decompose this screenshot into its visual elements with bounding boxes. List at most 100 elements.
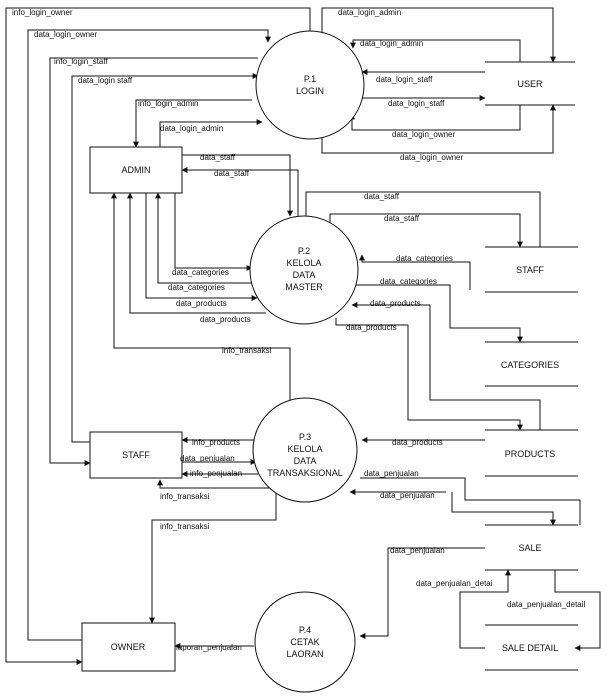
flow-label: data_penjualan — [364, 469, 419, 478]
flow-label: data_staff — [364, 192, 400, 201]
flow-label: data_categories — [396, 254, 453, 263]
flow-data-staff-a — [182, 154, 293, 217]
process-id: P.3 — [299, 432, 311, 442]
flow-label: info_penjualan — [190, 469, 242, 478]
flow-data-login-owner-b — [349, 105, 521, 131]
process-name-line1: KELOLA — [286, 258, 321, 268]
flow-info-login-owner — [5, 7, 311, 665]
flow-data-login-admin-top — [321, 7, 556, 63]
process-circle — [254, 591, 356, 693]
process-p3-kelola-data-transaksional: P.3 KELOLA DATA TRANSAKSIONAL — [252, 397, 358, 503]
flow-label: data_penjualan_detai — [416, 579, 493, 588]
flow-label: data_login_admin — [338, 8, 401, 17]
process-id: P.1 — [304, 74, 316, 84]
flow-data-login-owner-c — [321, 104, 556, 154]
flow-labels: info_login_owner data_login_admin data_l… — [12, 8, 586, 652]
flow-info-transaksi-a — [111, 192, 291, 408]
flow-label: info_transaksi — [160, 492, 210, 501]
flow-label: data_login_owner — [392, 130, 455, 139]
store-label: SALE DETAIL — [502, 643, 558, 653]
flow-label: data_login_owner — [400, 153, 463, 162]
process-p1-login: P.1 LOGIN — [255, 30, 365, 140]
process-name-line2: DATA — [293, 270, 316, 280]
store-label: USER — [517, 79, 543, 89]
flow-label: data_login_admin — [360, 39, 423, 48]
process-id: P.4 — [299, 625, 311, 635]
flow-data-staff-d — [329, 213, 523, 248]
flow-label: laporan_penjualan — [176, 643, 242, 652]
flow-label: info_transaksi — [160, 522, 210, 531]
store-lines — [485, 524, 578, 571]
flow-data-penjualan-detail-a — [459, 569, 511, 622]
entity-label: STAFF — [122, 450, 150, 460]
flow-label: info_login_staff — [54, 57, 108, 66]
store-label: SALE — [518, 543, 541, 553]
entity-label: ADMIN — [122, 165, 151, 175]
process-name: LOGIN — [296, 86, 324, 96]
flow-label: data_penjualan — [390, 546, 445, 555]
flow-label: data_login_owner — [34, 30, 97, 39]
store-lines — [485, 624, 578, 671]
flow-label: data_categories — [380, 277, 437, 286]
store-lines — [485, 341, 578, 387]
process-name-line2: DATA — [294, 456, 317, 466]
flow-data-login-owner-a — [27, 29, 271, 641]
flow-label: data_login_staff — [376, 75, 433, 84]
flow-label: data_staff — [214, 169, 250, 178]
flow-label: data_products — [176, 299, 227, 308]
process-name-line3: TRANSAKSIONAL — [267, 468, 343, 478]
flow-data-categories-d — [352, 284, 523, 343]
flow-data-categories-a — [174, 193, 253, 271]
flow-data-login-admin-c — [159, 119, 263, 147]
flow-data-products-c — [429, 305, 541, 430]
flow-info-transaksi-b — [157, 478, 271, 489]
entity-label: OWNER — [111, 642, 146, 652]
process-p2-kelola-data-master: P.2 KELOLA DATA MASTER — [249, 215, 359, 325]
flow-data-staff-c — [305, 191, 541, 247]
flow-lines — [5, 7, 601, 665]
flow-data-categories-c — [359, 254, 471, 290]
flow-data-login-staff-b — [71, 73, 259, 443]
flow-label: data_products — [392, 438, 443, 447]
process-name-line1: KELOLA — [287, 444, 322, 454]
flow-label: data_login_staff — [388, 99, 445, 108]
process-p4-cetak-laporan: P.4 CETAK LAORAN — [254, 591, 356, 693]
entity-owner: OWNER — [81, 622, 176, 672]
entity-staff: STAFF — [89, 431, 183, 479]
process-circle — [255, 30, 365, 140]
flow-label: data_staff — [200, 153, 236, 162]
store-staff: STAFF — [485, 246, 578, 293]
flow-label: info_products — [192, 438, 240, 447]
flow-label: data_categories — [172, 268, 229, 277]
flow-sale-detail-link — [459, 622, 485, 649]
store-sale: SALE — [485, 524, 578, 571]
flow-info-login-staff — [49, 57, 258, 466]
flow-label: data_categories — [168, 283, 225, 292]
entity-box — [81, 622, 176, 672]
store-lines — [485, 429, 578, 477]
flow-label: data_products — [200, 315, 251, 324]
store-lines — [485, 246, 578, 293]
flow-data-penjualan-b — [360, 477, 581, 525]
flow-data-penjualan-detail-b — [554, 570, 601, 651]
flow-data-staff-b — [181, 167, 299, 216]
process-circle — [249, 215, 359, 325]
store-lines — [485, 61, 575, 106]
flow-data-products-b — [127, 192, 266, 314]
flow-label: data_login_admin — [160, 124, 223, 133]
flow-info-transaksi-c — [149, 492, 277, 624]
flow-label: info_login_owner — [12, 8, 73, 17]
flow-data-login-admin-b — [350, 39, 521, 62]
process-name-line3: MASTER — [285, 282, 323, 292]
flow-label: info_login_admin — [138, 99, 199, 108]
flow-data-products-a — [145, 193, 258, 301]
process-circle — [252, 397, 358, 503]
store-user: USER — [485, 61, 575, 106]
store-label: STAFF — [516, 265, 544, 275]
store-label: CATEGORIES — [501, 360, 559, 370]
flow-data-categories-b — [155, 192, 254, 284]
flow-label: data_penjualan — [380, 491, 435, 500]
flow-data-penjualan-d — [359, 547, 485, 639]
process-id: P.2 — [298, 246, 310, 256]
